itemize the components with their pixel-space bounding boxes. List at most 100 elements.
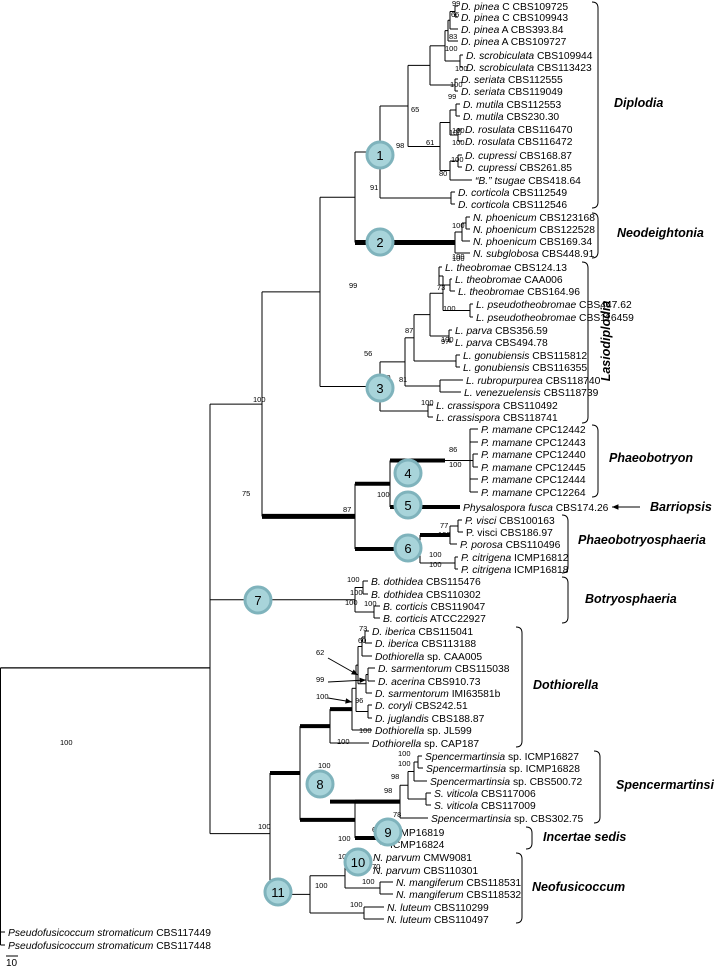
taxon-label: B. corticis ATCC22927 <box>383 614 486 625</box>
support-value: 100 <box>398 759 411 768</box>
taxon-label: L. theobromae CAA006 <box>455 275 563 286</box>
taxon-label: L. parva CBS356.59 <box>455 326 548 337</box>
support-value: 87 <box>343 505 351 514</box>
node-marker <box>373 817 403 847</box>
taxon-label: B. dothidea CBS115476 <box>371 577 481 588</box>
taxon-label: D. corticola CBS112546 <box>458 200 567 211</box>
support-value: 100 <box>253 395 266 404</box>
taxon-label: L. pseudotheobromae CBS116459 <box>476 313 634 324</box>
support-value: 100 <box>451 155 464 164</box>
taxon-label: Pseudofusicoccum stromaticum CBS117448 <box>8 941 211 952</box>
taxon-label: P. mamane CPC12445 <box>481 463 586 474</box>
node-marker <box>243 585 273 615</box>
taxon-label: D. scrobiculata CBS109944 <box>466 51 593 62</box>
clade-label: Phaeobotryosphaeria <box>578 533 706 547</box>
support-value: 100 <box>452 126 465 135</box>
taxon-label: P. citrigena ICMP16818 <box>461 565 569 576</box>
taxon-label: D. mutila CBS230.30 <box>463 112 559 123</box>
taxon-label: D. scrobiculata CBS113423 <box>466 63 592 74</box>
support-value: 100 <box>315 881 328 890</box>
taxon-label: N. luteum CBS110299 <box>387 903 489 914</box>
taxon-label: P. porosa CBS110496 <box>460 540 561 551</box>
node-marker <box>343 847 373 877</box>
support-value: 100 <box>452 221 465 230</box>
taxon-label: L. theobromae CBS164.96 <box>458 287 580 298</box>
clade-label: Spencermartinsia <box>616 778 714 792</box>
support-value: 81 <box>399 375 407 384</box>
taxon-label: P. mamane CPC12443 <box>481 438 586 449</box>
support-value: 87 <box>405 326 413 335</box>
taxon-label: L. venezuelensis CBS118739 <box>464 388 599 399</box>
clade-label: Diplodia <box>614 96 663 110</box>
support-value: 100 <box>359 726 372 735</box>
taxon-label: L. pseudotheobromae CBS447.62 <box>476 300 632 311</box>
support-value: 91 <box>370 183 378 192</box>
node-marker <box>393 458 423 488</box>
taxon-label: P. mamane CPC12264 <box>481 488 586 499</box>
taxon-label: D. iberica CBS115041 <box>372 627 473 638</box>
taxon-label: B. dothidea CBS110302 <box>371 590 481 601</box>
clade-label: Dothiorella <box>533 678 598 692</box>
support-value: 56 <box>364 349 372 358</box>
taxon-label: P. mamane CPC12440 <box>481 450 586 461</box>
taxon-label: Spencermartinsia sp. CBS500.72 <box>430 777 583 788</box>
support-value: 100 <box>445 44 458 53</box>
support-value: 100 <box>398 749 411 758</box>
node-marker-label: 10 <box>351 855 365 870</box>
taxon-label: N. subglobosa CBS448.91 <box>473 249 595 260</box>
taxon-label: N. phoenicum CBS122528 <box>473 225 595 236</box>
taxon-label: D. pinea A CBS393.84 <box>461 25 564 36</box>
clade-bracket <box>591 424 599 498</box>
taxon-label: D. cupressi CBS168.87 <box>465 151 572 162</box>
taxon-label: Dothiorella sp. JL599 <box>375 726 472 737</box>
clade-bracket <box>561 514 569 574</box>
taxon-label: L. rubropurpurea CBS118740 <box>466 376 601 387</box>
taxon-label: L. theobromae CBS124.13 <box>445 263 567 274</box>
node-marker-label: 3 <box>376 381 383 396</box>
scale-bar: 10 <box>6 955 18 967</box>
taxon-label: D. seriata CBS119049 <box>461 87 563 98</box>
taxon-label: D. juglandis CBS188.87 <box>375 714 485 725</box>
support-value: 100 <box>449 128 462 137</box>
support-value: 65 <box>411 105 419 114</box>
scale-bar-label: 10 <box>6 958 18 967</box>
support-value: 100 <box>318 761 331 770</box>
support-value: 100 <box>60 738 73 747</box>
taxon-label: ICMP16819 <box>390 828 445 839</box>
support-value: 99 <box>452 0 460 8</box>
taxon-label: Spencermartinsia sp. ICMP16828 <box>426 764 580 775</box>
taxon-label: L. gonubiensis CBS116355 <box>463 363 587 374</box>
support-value: 100 <box>429 560 442 569</box>
taxon-label: D. sarmentorum CBS115038 <box>378 664 510 675</box>
clade-label: Lasiodiplodia <box>599 301 613 382</box>
support-value: 100 <box>377 490 390 499</box>
support-value: 100 <box>438 530 451 539</box>
taxon-label: D. pinea C CBS109943 <box>461 13 568 24</box>
arrow-head-icon <box>612 504 619 510</box>
clade-bracket <box>591 1 599 209</box>
taxon-label: D. acerina CBS910.73 <box>378 677 481 688</box>
taxon-label: D. coryli CBS242.51 <box>375 701 468 712</box>
support-value: 73 <box>359 624 367 633</box>
node-marker-label: 2 <box>376 235 383 250</box>
support-value: 70 <box>372 862 380 871</box>
clade-bracket <box>581 261 589 424</box>
clade-bracket <box>593 750 601 824</box>
support-value: 62 <box>316 648 324 657</box>
taxon-label: P. visci CBS100163 <box>465 516 555 527</box>
support-value: 100 <box>455 64 468 73</box>
taxon-label: P. citrigena ICMP16812 <box>461 553 569 564</box>
taxon-label: Spencermartinsia sp. ICMP16827 <box>425 752 579 763</box>
taxon-label: D. rosulata CBS116470 <box>465 125 573 136</box>
taxon-label: N. phoenicum CBS169.34 <box>473 237 592 248</box>
support-value: 99 <box>349 281 357 290</box>
node-marker-label: 8 <box>316 777 323 792</box>
support-value: 100 <box>345 598 358 607</box>
support-value: 100 <box>452 254 465 263</box>
taxon-label: D. pinea C CBS109725 <box>461 2 568 13</box>
clade-label: Incertae sedis <box>543 830 626 844</box>
support-value: 66 <box>451 10 459 19</box>
